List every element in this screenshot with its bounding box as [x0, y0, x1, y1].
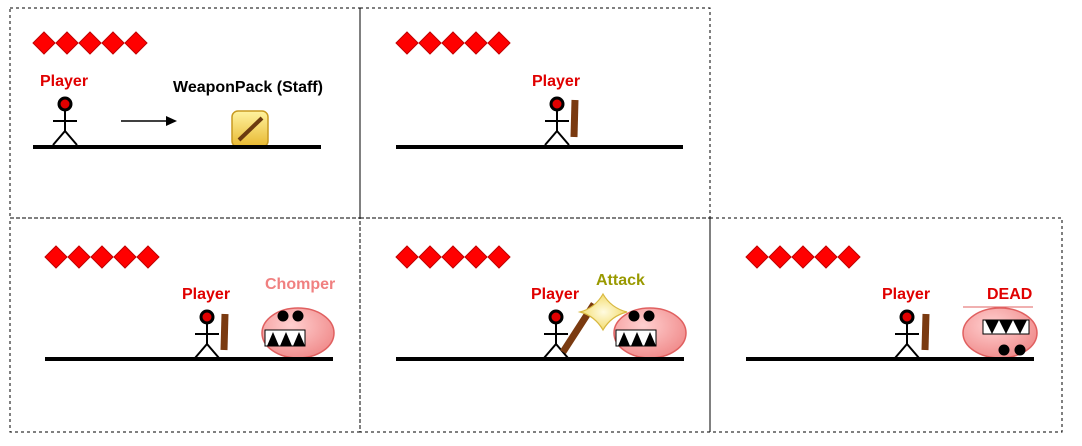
player-stick-figure: [894, 309, 920, 359]
diamond-icon: [78, 31, 102, 55]
diamond-icon: [395, 31, 419, 55]
attack-label: Attack: [596, 272, 645, 289]
diamond-icon: [814, 245, 838, 269]
player-label: Player: [532, 73, 580, 90]
dead-label: DEAD: [987, 286, 1032, 303]
player-stick-figure: [194, 309, 220, 359]
diamond-icon: [67, 245, 91, 269]
diamond-icon: [768, 245, 792, 269]
weapon-pack-label: WeaponPack (Staff): [173, 79, 323, 96]
impact-burst-icon: [577, 292, 628, 332]
panel-5-frame: [709, 217, 1063, 433]
chomper-enemy: [261, 307, 335, 359]
health-bar: [745, 245, 861, 269]
staff-pack-icon: [231, 110, 269, 148]
diamond-icon: [113, 245, 137, 269]
health-bar: [395, 31, 511, 55]
player-stick-figure: [52, 96, 78, 146]
diamond-icon: [441, 31, 465, 55]
chomper-enemy-dead: [962, 307, 1038, 359]
player-label: Player: [531, 286, 579, 303]
chomper-enemy: [613, 307, 687, 359]
diamond-icon: [90, 245, 114, 269]
diamond-icon: [124, 31, 148, 55]
diamond-icon: [464, 31, 488, 55]
staff-weapon: [220, 313, 229, 351]
arrow-right-icon: [121, 116, 177, 126]
diamond-icon: [791, 245, 815, 269]
player-label: Player: [40, 73, 88, 90]
player-label: Player: [182, 286, 230, 303]
staff-weapon: [921, 313, 930, 351]
panel-4-frame: [359, 217, 711, 433]
diamond-icon: [418, 245, 442, 269]
staff-weapon: [570, 99, 579, 138]
diamond-icon: [745, 245, 769, 269]
diamond-icon: [395, 245, 419, 269]
diamond-icon: [55, 31, 79, 55]
diamond-icon: [837, 245, 861, 269]
diamond-icon: [101, 31, 125, 55]
chomper-label: Chomper: [265, 276, 335, 293]
diamond-icon: [136, 245, 160, 269]
diamond-icon: [418, 31, 442, 55]
health-bar: [44, 245, 160, 269]
player-label: Player: [882, 286, 930, 303]
diamond-icon: [44, 245, 68, 269]
diamond-icon: [487, 245, 511, 269]
health-bar: [395, 245, 511, 269]
health-bar: [32, 31, 148, 55]
player-stick-figure: [544, 96, 570, 146]
diamond-icon: [32, 31, 56, 55]
diamond-icon: [487, 31, 511, 55]
diamond-icon: [464, 245, 488, 269]
diamond-icon: [441, 245, 465, 269]
